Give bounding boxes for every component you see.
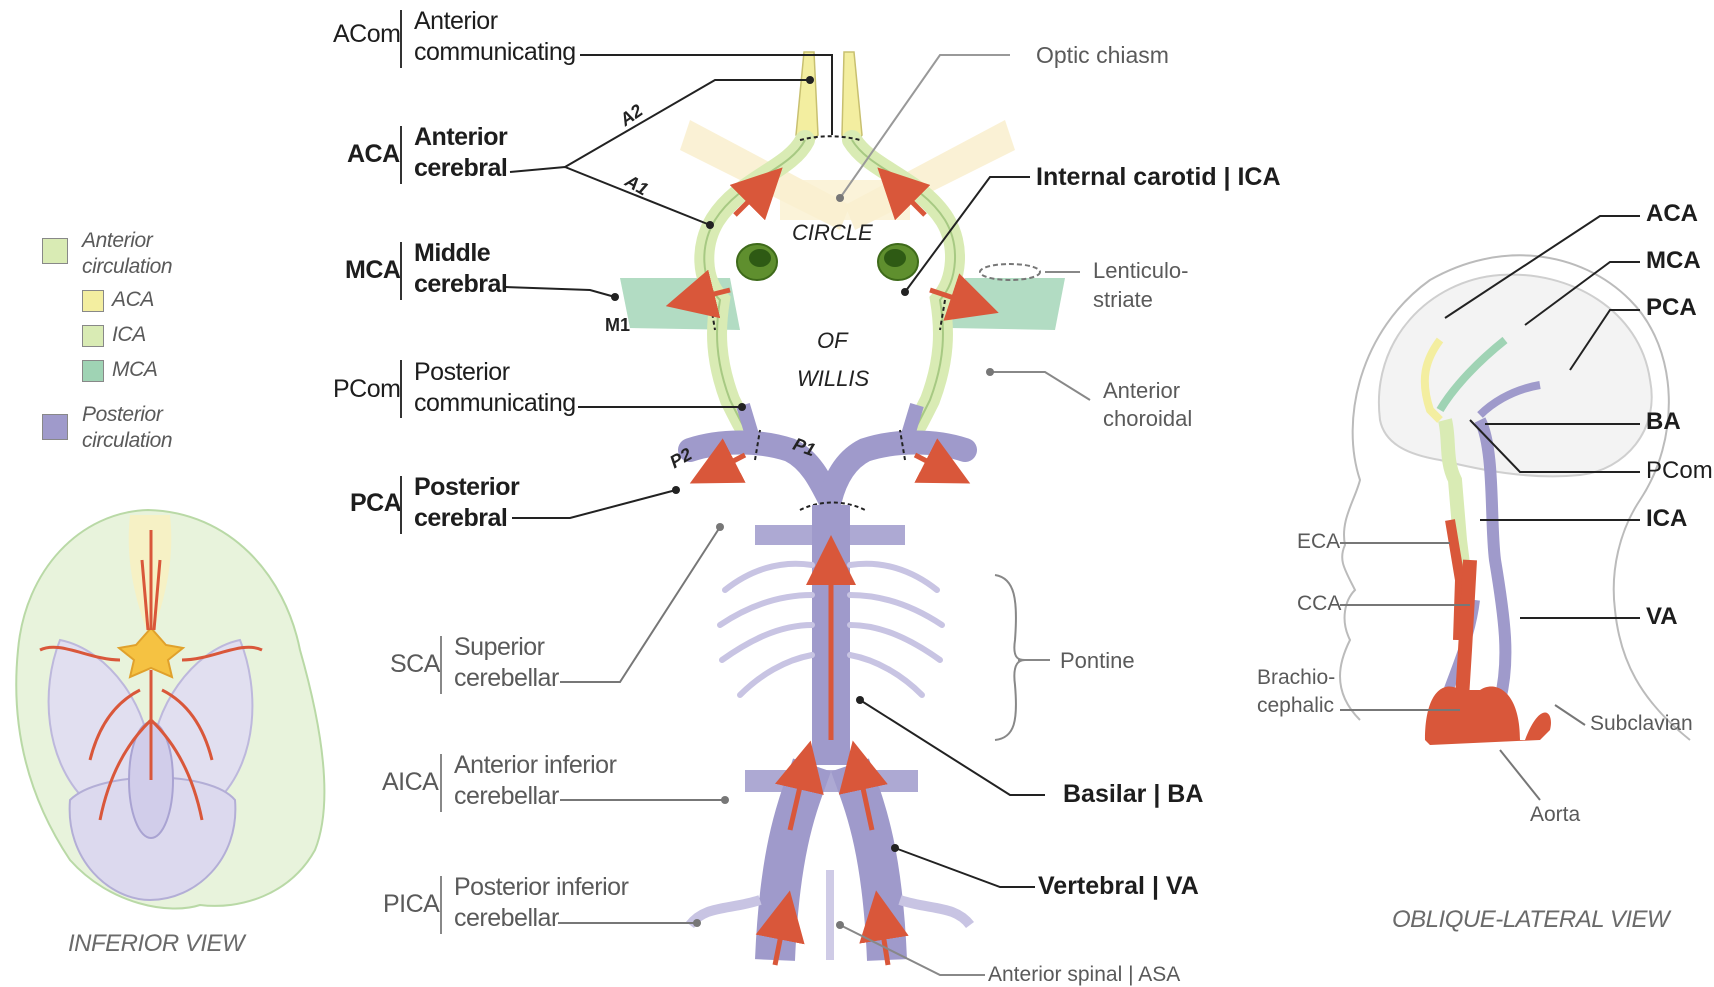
oblique-label-mca: MCA [1646,247,1701,275]
label-optic-chiasm: Optic chiasm [1036,42,1169,69]
oblique-label-subclavian: Subclavian [1590,712,1693,736]
label-sca-full-2: cerebellar [454,663,559,694]
oblique-label-eca: ECA [1297,530,1340,554]
leader-choroidal [990,372,1090,400]
label-aca-full-1: Anterior [414,122,507,153]
label-acom-full-2: communicating [414,37,576,68]
circle-of-willis [620,52,1065,965]
label-aica-full-2: cerebellar [454,781,559,812]
circle-label-3: WILLIS [797,366,869,392]
label-aica-full-1: Anterior inferior [454,750,616,781]
pica-right [900,900,970,925]
inferior-view-caption: INFERIOR VIEW [68,930,244,958]
label-pica-abbr: PICA [383,890,439,919]
oblique-view-caption: OBLIQUE-LATERAL VIEW [1392,906,1669,934]
leader-acom [580,55,832,135]
legend-anterior-box [42,238,68,264]
oblique-label-pcom: PCom [1646,457,1713,485]
segment-m1: M1 [605,315,630,336]
circle-label-1: CIRCLE [792,220,873,246]
legend-posterior-label: Posterior circulation [82,402,192,454]
oblique-label-aca: ACA [1646,200,1698,228]
leader-spinal [840,925,985,975]
label-lenticulo-1: Lenticulo- [1093,258,1188,284]
legend-mca-box [82,360,104,382]
legend-posterior-box [42,414,68,440]
leader-pca [512,490,676,518]
brain-outline [1379,275,1652,477]
inferior-view-brain [16,510,324,909]
label-aca-abbr: ACA [347,140,400,169]
label-pcom-full-2: communicating [414,388,576,419]
lenticulo-dashed-ellipse [980,264,1040,280]
legend-ica-box [82,325,104,347]
label-sca-full-1: Superior [454,632,545,663]
label-anterior-spinal: Anterior spinal | ASA [988,963,1180,987]
aortic-arch [1425,687,1551,745]
circle-label-2: OF [817,328,848,354]
label-pcom-abbr: PCom [333,375,400,404]
oblique-label-ba: BA [1646,408,1681,436]
pontine-brace [995,575,1025,740]
legend-aca-box [82,290,104,312]
oblique-label-brachio-2: cephalic [1257,694,1334,718]
label-pcom-full-1: Posterior [414,357,510,388]
leader-vertebral [895,848,1035,887]
leader-aca-a2 [565,80,810,167]
label-aica-abbr: AICA [382,768,438,797]
oblique-label-ica: ICA [1646,505,1687,533]
label-acom-full-1: Anterior [414,6,498,37]
oblique-label-cca: CCA [1297,592,1341,616]
label-choroidal-2: choroidal [1103,406,1192,432]
label-vertebral: Vertebral | VA [1038,872,1199,901]
label-mca-full-1: Middle [414,238,490,269]
leader-aca-a1 [510,167,710,225]
label-pica-full-1: Posterior inferior [454,872,628,903]
legend-anterior-label: Anterior circulation [82,228,192,280]
legend-ica-label: ICA [112,323,146,347]
legend-aca-label: ACA [112,288,154,312]
leader-mca [505,287,615,297]
aica-branches [745,770,918,792]
optic-chiasm-body [780,180,910,220]
oblique-label-brachio-1: Brachio- [1257,666,1335,690]
legend-mca-label: MCA [112,358,157,382]
label-pca-full-2: cerebral [414,503,507,534]
label-mca-full-2: cerebral [414,269,507,300]
label-mca-abbr: MCA [345,256,400,285]
oblique-label-aorta: Aorta [1530,803,1580,827]
label-internal-carotid: Internal carotid | ICA [1036,163,1281,192]
label-pca-full-1: Posterior [414,472,519,503]
label-lenticulo-2: striate [1093,287,1153,313]
label-choroidal-1: Anterior [1103,378,1180,404]
label-pca-abbr: PCA [350,489,401,518]
oblique-label-va: VA [1646,603,1678,631]
oblique-view-head [1340,255,1690,745]
label-pica-full-2: cerebellar [454,903,559,934]
label-sca-abbr: SCA [390,650,440,679]
leader-sca [560,527,720,682]
oblique-label-pca: PCA [1646,294,1697,322]
label-basilar: Basilar | BA [1063,780,1203,809]
ica-stump-left-inner [749,249,771,267]
label-acom-abbr: ACom [333,20,400,49]
label-aca-full-2: cerebral [414,153,507,184]
label-pontine: Pontine [1060,648,1135,674]
ica-stump-right-inner [884,249,906,267]
